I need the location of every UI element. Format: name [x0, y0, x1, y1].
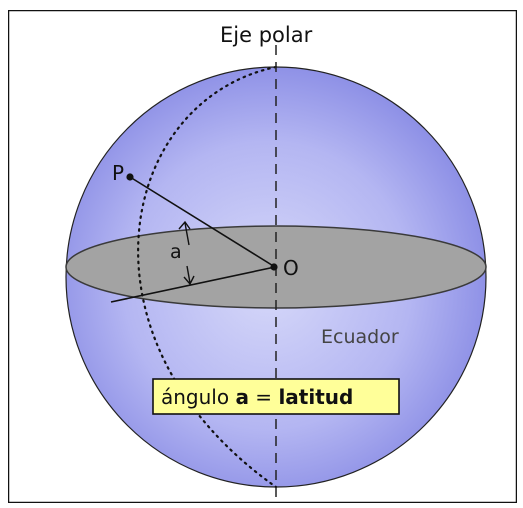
angle-label: a: [170, 241, 182, 263]
caption-text: ángulo a = latitud: [161, 385, 353, 409]
angle-arrowhead-down: [183, 275, 195, 286]
point-p-dot: [126, 173, 134, 181]
point-o-dot: [270, 263, 278, 271]
radius-to-equator: [110, 266, 276, 303]
axis-label: Eje polar: [220, 23, 313, 47]
point-p-label: P: [112, 161, 124, 185]
equator-label: Ecuador: [321, 326, 399, 348]
diagram-frame: Eje polar P O a Ecuador ángulo a = latit…: [8, 10, 517, 503]
caption-equals: =: [249, 385, 278, 409]
radius-to-p: [129, 176, 276, 268]
caption-prefix: ángulo: [161, 385, 235, 409]
caption-box: [152, 378, 400, 415]
meridian-dotted: [137, 65, 278, 489]
caption-var: a: [235, 385, 249, 409]
sphere-latitude-diagram: Eje polar P O a Ecuador ángulo a = latit…: [8, 10, 517, 503]
caption-term: latitud: [278, 385, 353, 409]
angle-arrow-down: [186, 265, 191, 284]
angle-arrow-up: [184, 222, 190, 246]
angle-arrowhead-up: [178, 220, 191, 230]
point-o-label: O: [283, 256, 299, 280]
